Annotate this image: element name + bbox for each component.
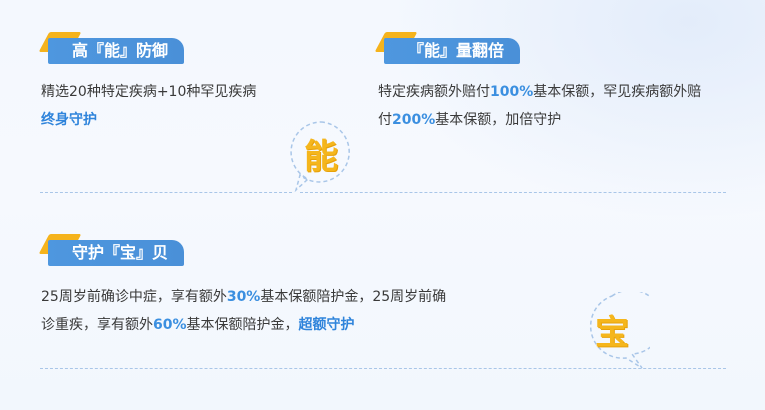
- speech-bubble-bao: 宝: [574, 289, 664, 369]
- block2-line2: 付200%基本保额，加倍守护: [378, 106, 738, 134]
- tag-energy-double: 『能』量翻倍: [384, 38, 521, 64]
- block2-text: 特定疾病额外赔付100%基本保额，罕见疾病额外赔 付200%基本保额，加倍守护: [378, 78, 738, 134]
- bubble-char-bao: 宝: [595, 312, 629, 353]
- block3-line2-mid: 基本保额陪护金，: [186, 317, 299, 333]
- bubble-outline-icon: [589, 289, 664, 369]
- block2-line2-post: 基本保额，加倍守护: [435, 112, 562, 128]
- background-glow: [385, 0, 765, 220]
- tag-protect-baby: 守护『宝』贝: [48, 240, 185, 266]
- block3-pct-30: 30%: [226, 289, 261, 305]
- divider-1a: [40, 192, 292, 193]
- block2-pct-100: 100%: [490, 84, 534, 100]
- block2-pct-200: 200%: [392, 112, 436, 128]
- tag-high-defense-label: 高『能』防御: [48, 38, 185, 64]
- block2-line2-pre: 付: [378, 112, 392, 128]
- block2-line1-post: 基本保额，罕见疾病额外赔: [533, 84, 702, 100]
- bubble-char-neng: 能: [304, 136, 338, 177]
- bubble-outline-icon: [290, 121, 350, 193]
- tag-energy-double-label: 『能』量翻倍: [384, 38, 521, 64]
- block3-line2-pre: 诊重疾，享有额外: [41, 317, 153, 333]
- tag-high-defense: 高『能』防御: [48, 38, 185, 64]
- block3-line2: 诊重疾，享有额外60%基本保额陪护金，超额守护: [41, 311, 521, 339]
- block2-line1-pre: 特定疾病额外赔付: [378, 84, 490, 100]
- block3-pct-60: 60%: [153, 317, 187, 333]
- block1-accent: 终身守护: [41, 112, 97, 128]
- block3-accent: 超额守护: [298, 317, 355, 333]
- divider-2: [40, 368, 726, 369]
- block1-text: 精选20种特定疾病+10种罕见疾病 终身守护: [41, 78, 341, 134]
- block3-line1: 25周岁前确诊中症，享有额外30%基本保额陪护金，25周岁前确: [41, 283, 521, 311]
- block2-line1: 特定疾病额外赔付100%基本保额，罕见疾病额外赔: [378, 78, 738, 106]
- block3-text: 25周岁前确诊中症，享有额外30%基本保额陪护金，25周岁前确 诊重疾，享有额外…: [41, 283, 521, 339]
- tag-protect-baby-label: 守护『宝』贝: [48, 240, 185, 266]
- block1-line1: 精选20种特定疾病+10种罕见疾病: [41, 84, 257, 100]
- speech-bubble-neng: 能: [286, 118, 356, 193]
- block3-line1-post: 基本保额陪护金，25周岁前确: [260, 289, 447, 305]
- block3-line1-pre: 25周岁前确诊中症，享有额外: [41, 289, 227, 305]
- divider-1b: [300, 192, 726, 193]
